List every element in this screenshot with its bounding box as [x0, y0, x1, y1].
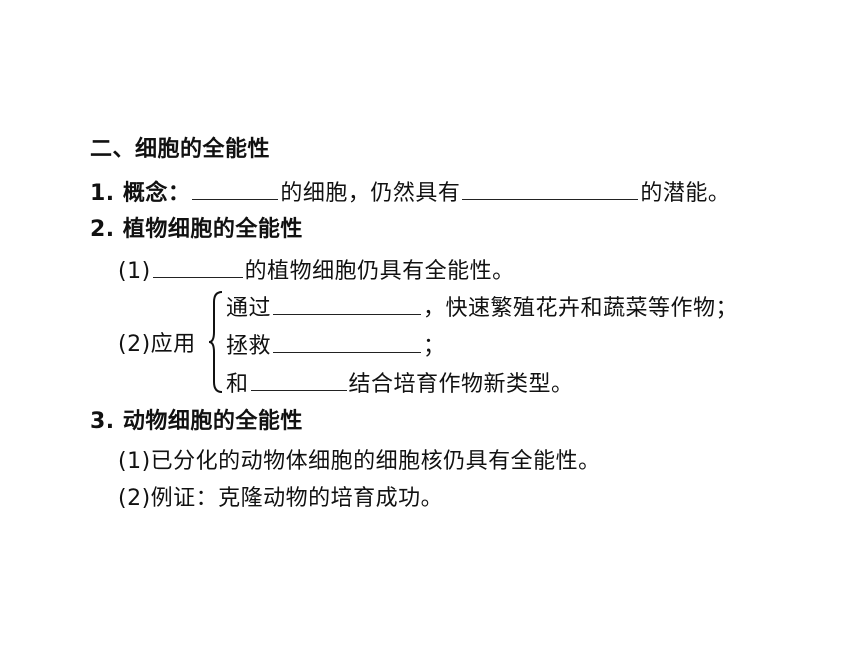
- application-line-1: 通过 ，快速繁殖花卉和蔬菜等作物；: [226, 292, 738, 324]
- blank-4[interactable]: [273, 292, 422, 315]
- item3-sub2: (2)例证：克隆动物的培育成功。: [118, 486, 444, 511]
- item1-concept: 1. 概念： 的细胞，仍然具有 的潜能。: [90, 177, 730, 209]
- blank-2[interactable]: [462, 177, 639, 200]
- blank-6[interactable]: [250, 368, 347, 391]
- blank-1[interactable]: [192, 177, 279, 200]
- item1-text1: 的细胞，仍然具有: [280, 181, 461, 206]
- curly-brace-icon: [208, 291, 223, 393]
- item2-heading: 2. 植物细胞的全能性: [90, 217, 303, 242]
- app1-post: ，快速繁殖花卉和蔬菜等作物；: [423, 296, 739, 321]
- item2-sub1-text: 的植物细胞仍具有全能性。: [244, 259, 515, 284]
- item2-sub2-num: (2)应用: [118, 332, 196, 357]
- app2-post: ；: [423, 334, 446, 359]
- blank-3[interactable]: [152, 255, 243, 278]
- app2-pre: 拯救: [226, 334, 272, 359]
- item1-text2: 的潜能。: [640, 181, 731, 206]
- item3-heading: 3. 动物细胞的全能性: [90, 409, 303, 434]
- application-line-2: 拯救 ；: [226, 330, 446, 362]
- item3-sub1: (1)已分化的动物体细胞的细胞核仍具有全能性。: [118, 449, 601, 474]
- item2-sub1: (1) 的植物细胞仍具有全能性。: [118, 255, 515, 287]
- item2-sub1-num: (1): [118, 259, 151, 284]
- blank-5[interactable]: [273, 330, 422, 353]
- app3-pre: 和: [226, 372, 249, 397]
- section-title: 二、细胞的全能性: [90, 137, 271, 162]
- app1-pre: 通过: [226, 296, 272, 321]
- item1-label: 1. 概念：: [90, 181, 191, 206]
- application-line-3: 和 结合培育作物新类型。: [226, 368, 574, 400]
- app3-post: 结合培育作物新类型。: [348, 372, 574, 397]
